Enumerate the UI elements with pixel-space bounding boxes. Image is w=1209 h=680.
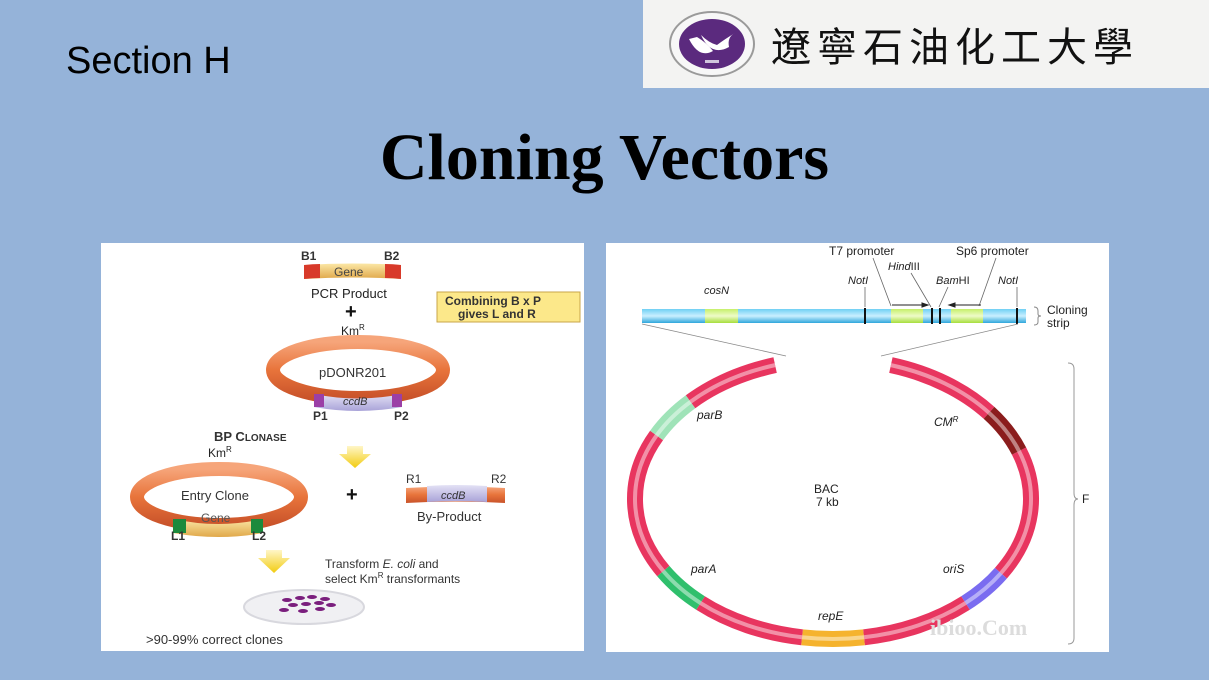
ring-segment [863, 596, 970, 646]
site-l1: L1 [171, 529, 185, 543]
ring-highlight [661, 569, 702, 605]
bac-vector-diagram: T7 promoter Sp6 promoter HindIII NotI Ba… [606, 243, 1109, 652]
bp-clonase-label: BP CLONASE [214, 429, 287, 444]
pcr-gene-label: Gene [334, 265, 364, 279]
plus-sign: + [345, 301, 357, 323]
cloning-strip [642, 308, 1026, 324]
entry-clone: Entry Clone Gene L1 L2 [130, 462, 308, 543]
f-factor-label: F [1082, 492, 1089, 506]
ring-highlight [999, 450, 1033, 575]
pcr-product: B1 B2 Gene PCR Product [301, 249, 401, 301]
gene-label-cmr: CMR [934, 415, 959, 429]
note-line-2: gives L and R [458, 307, 536, 321]
noti-right-label: NotI [998, 275, 1018, 287]
petri-dish [243, 589, 365, 625]
site-l2: L2 [252, 529, 266, 543]
ring-segment [696, 596, 803, 646]
note-box: Combining B x P gives L and R [436, 291, 581, 323]
transform-instruction-2: select KmR transformants [325, 571, 460, 586]
cloning-strip-label-1: Cloning [1047, 303, 1088, 317]
ring-highlight [890, 363, 991, 415]
site-b1: B1 [301, 249, 317, 263]
note-line-1: Combining B x P [445, 294, 541, 308]
ring-highlight [987, 411, 1021, 453]
transform-instruction-1: Transform E. coli and [325, 557, 439, 571]
sp6-promoter-label: Sp6 promoter [956, 244, 1029, 258]
ring-segment [994, 447, 1039, 579]
cloning-strip-brace [1033, 306, 1042, 326]
university-logo-banner: 遼寧石油化工大學 [643, 0, 1209, 88]
t7-promoter-label: T7 promoter [829, 244, 894, 258]
ring-highlight [801, 635, 865, 641]
university-emblem-icon [667, 9, 757, 79]
result-caption: >90-99% correct clones [146, 632, 283, 647]
gene-label-repe: repE [818, 609, 844, 623]
byproduct-caption: By-Product [417, 509, 482, 524]
noti-left-label: NotI [848, 275, 868, 287]
entry-gene-label: Gene [201, 511, 231, 525]
bamhi-label: BamHI [936, 275, 970, 287]
bac-plasmid-ring [627, 357, 1039, 647]
down-arrow-icon [339, 446, 371, 468]
hindiii-label: HindIII [888, 261, 920, 273]
byproduct-ccdb-label: ccdB [441, 490, 465, 502]
entry-clone-name: Entry Clone [181, 488, 249, 503]
f-factor-brace [1067, 362, 1079, 645]
site-p2: P2 [394, 409, 409, 423]
ring-highlight [699, 601, 803, 640]
ring-highlight [863, 601, 967, 640]
plasmid-name: pDONR201 [319, 365, 386, 380]
ring-highlight [964, 571, 1003, 605]
gene-segment-repe [801, 629, 865, 647]
site-r2: R2 [491, 472, 507, 486]
cloning-strip-label-2: strip [1047, 316, 1070, 330]
ring-highlight [654, 400, 692, 437]
ring-segment [627, 430, 670, 577]
gene-label-oris: oriS [943, 562, 964, 576]
watermark: ibioo.Com [930, 615, 1027, 640]
ring-segment [889, 357, 995, 419]
section-label: Section H [66, 40, 231, 82]
kmr-label-2: KmR [208, 445, 232, 460]
cosn-label: cosN [704, 285, 729, 297]
gene-segment-cmr [983, 406, 1027, 455]
pcr-product-caption: PCR Product [311, 286, 387, 301]
ring-highlight [633, 434, 665, 573]
gateway-cloning-diagram: B1 B2 Gene PCR Product + KmR Combining B… [101, 243, 584, 651]
gene-segment-oris [961, 567, 1007, 610]
site-b2: B2 [384, 249, 400, 263]
gene-segment-para [657, 565, 705, 610]
by-product: R1 R2 ccdB By-Product [406, 472, 507, 524]
ring-highlight [689, 363, 776, 404]
university-name: 遼寧石油化工大學 [771, 25, 1139, 71]
plus-sign-2: + [346, 484, 358, 506]
bac-size: 7 kb [816, 495, 839, 509]
kmr-label: KmR [341, 323, 365, 338]
site-r1: R1 [406, 472, 422, 486]
ccdb-label: ccdB [343, 396, 367, 408]
bac-name: BAC [814, 482, 839, 496]
ring-segment [685, 357, 777, 409]
gene-segment-parb [650, 395, 696, 441]
gene-label-parb: parB [696, 408, 722, 422]
gene-label-para: parA [690, 562, 716, 576]
colonies [279, 595, 336, 613]
site-p1: P1 [313, 409, 328, 423]
down-arrow-icon [258, 550, 290, 573]
slide-title: Cloning Vectors [379, 121, 830, 194]
donor-plasmid: pDONR201 ccdB P1 P2 [266, 335, 450, 423]
